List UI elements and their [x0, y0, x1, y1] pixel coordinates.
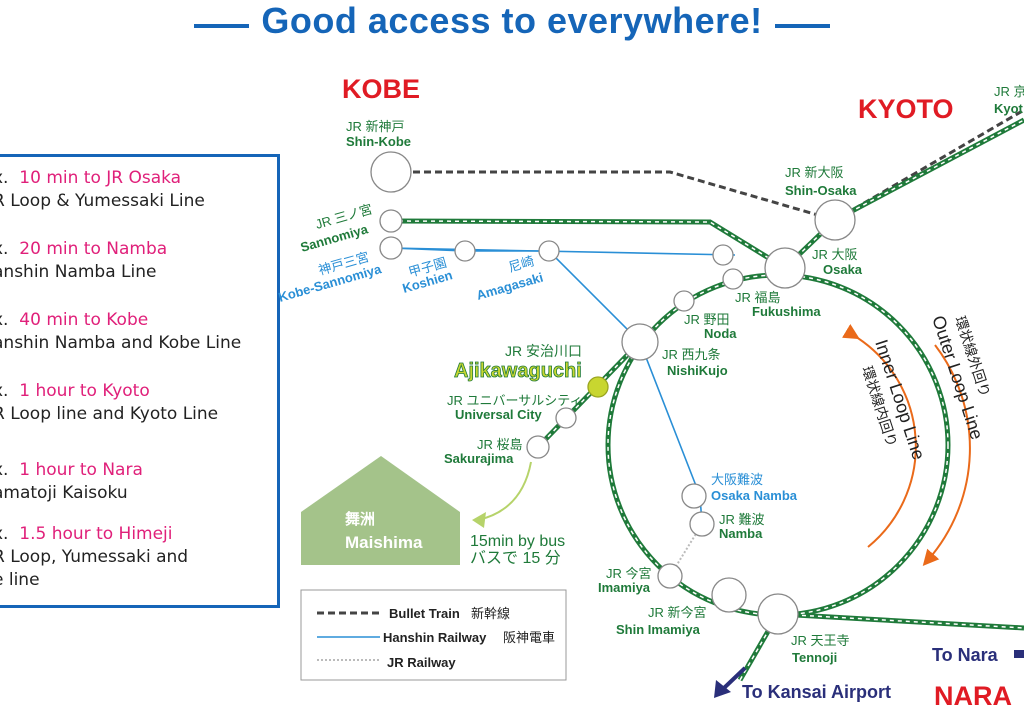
station-imamiya [657, 563, 683, 589]
svg-text:Osaka: Osaka [823, 262, 863, 277]
svg-text:JR 福島: JR 福島 [735, 290, 781, 305]
svg-text:JR 難波: JR 難波 [719, 512, 765, 527]
station-namba [689, 511, 715, 537]
station-sannomiya [379, 209, 403, 233]
bus-note-jp: バスで 15 分 [470, 549, 561, 567]
svg-text:Namba: Namba [719, 526, 763, 541]
maishima-jp: 舞洲 [345, 510, 375, 528]
station-ajikawaguchi [587, 376, 609, 398]
svg-text:Imamiya: Imamiya [598, 580, 651, 595]
svg-text:JR 新大阪: JR 新大阪 [785, 165, 844, 180]
legend-hanshin-jp: 阪神電車 [503, 630, 555, 645]
station-koshien [454, 240, 476, 262]
to-kansai-airport-label: To Kansai Airport [742, 682, 891, 702]
station-hanshin-osaka [712, 244, 734, 266]
bus-arrow [477, 461, 532, 521]
station-osaka [764, 247, 806, 289]
svg-text:JR 安治川口: JR 安治川口 [505, 343, 582, 359]
title-left-rule [194, 23, 250, 28]
to-nara-label: To Nara [932, 645, 999, 665]
to-nara-arrow [1014, 650, 1024, 658]
svg-text:JR 天王寺: JR 天王寺 [791, 633, 850, 648]
region-kyoto: KYOTO [858, 94, 954, 124]
station-sakurajima [526, 435, 550, 459]
bus-note-en: 15min by bus [470, 533, 565, 550]
svg-text:Sakurajima: Sakurajima [444, 451, 514, 466]
station-osaka-namba [681, 483, 707, 509]
svg-text:JR 新今宮: JR 新今宮 [648, 605, 707, 620]
station-shin-osaka [814, 199, 856, 241]
svg-text:Shin-Osaka: Shin-Osaka [785, 183, 857, 198]
legend-jr-en: JR Railway [387, 655, 456, 670]
station-shin-kobe [370, 151, 412, 193]
region-kobe: KOBE [342, 74, 420, 104]
station-noda [673, 290, 695, 312]
svg-text:尼崎: 尼崎 [507, 253, 536, 275]
svg-text:Shin Imamiya: Shin Imamiya [616, 622, 701, 637]
title-right-rule [774, 23, 830, 28]
legend-bullet-en: Bullet Train [389, 606, 460, 621]
svg-text:JR 京: JR 京 [994, 84, 1024, 99]
maishima-marker: 舞洲 Maishima [301, 456, 460, 565]
legend-hanshin-en: Hanshin Railway [383, 630, 487, 645]
station-universal-city [555, 407, 577, 429]
svg-text:JR ユニバーサルシティ: JR ユニバーサルシティ [447, 393, 582, 408]
svg-text:大阪難波: 大阪難波 [711, 472, 763, 487]
svg-text:JR 桜島: JR 桜島 [477, 437, 523, 452]
inner-loop-arrow [842, 324, 917, 548]
svg-text:JR 今宮: JR 今宮 [606, 566, 652, 581]
svg-text:Tennoji: Tennoji [792, 650, 837, 665]
svg-text:Noda: Noda [704, 326, 737, 341]
station-markers [370, 151, 856, 635]
svg-text:NishiKujo: NishiKujo [667, 363, 728, 378]
svg-text:JR 西九条: JR 西九条 [662, 347, 721, 362]
svg-text:Shin-Kobe: Shin-Kobe [346, 134, 411, 149]
page-title: Good access to everywhere! [0, 0, 1024, 42]
svg-text:Kyot: Kyot [994, 101, 1024, 116]
maishima-en: Maishima [345, 533, 423, 552]
bullet-train-line [391, 108, 1024, 222]
legend-bullet-jp: 新幹線 [471, 606, 510, 621]
svg-text:Universal City: Universal City [455, 407, 542, 422]
svg-text:JR 大阪: JR 大阪 [812, 247, 858, 262]
station-nishikujo [621, 323, 659, 361]
region-nara: NARA [934, 681, 1012, 711]
station-kobe-sannomiya [379, 236, 403, 260]
kansai-airport-arrow [714, 680, 731, 698]
station-tennoji [757, 593, 799, 635]
legend: Bullet Train 新幹線 Hanshin Railway 阪神電車 JR… [300, 589, 567, 681]
hanshin-line [390, 247, 736, 525]
svg-text:Osaka Namba: Osaka Namba [711, 488, 798, 503]
svg-text:Fukushima: Fukushima [752, 304, 821, 319]
title-text: Good access to everywhere! [261, 0, 763, 41]
station-fukushima [722, 268, 744, 290]
svg-text:JR 新神戸: JR 新神戸 [346, 119, 405, 134]
station-amagasaki [538, 240, 560, 262]
svg-text:JR 野田: JR 野田 [684, 312, 730, 327]
station-shin-imamiya [711, 577, 747, 613]
svg-text:Ajikawaguchi: Ajikawaguchi [454, 360, 582, 382]
outer-loop-arrow [922, 344, 971, 567]
